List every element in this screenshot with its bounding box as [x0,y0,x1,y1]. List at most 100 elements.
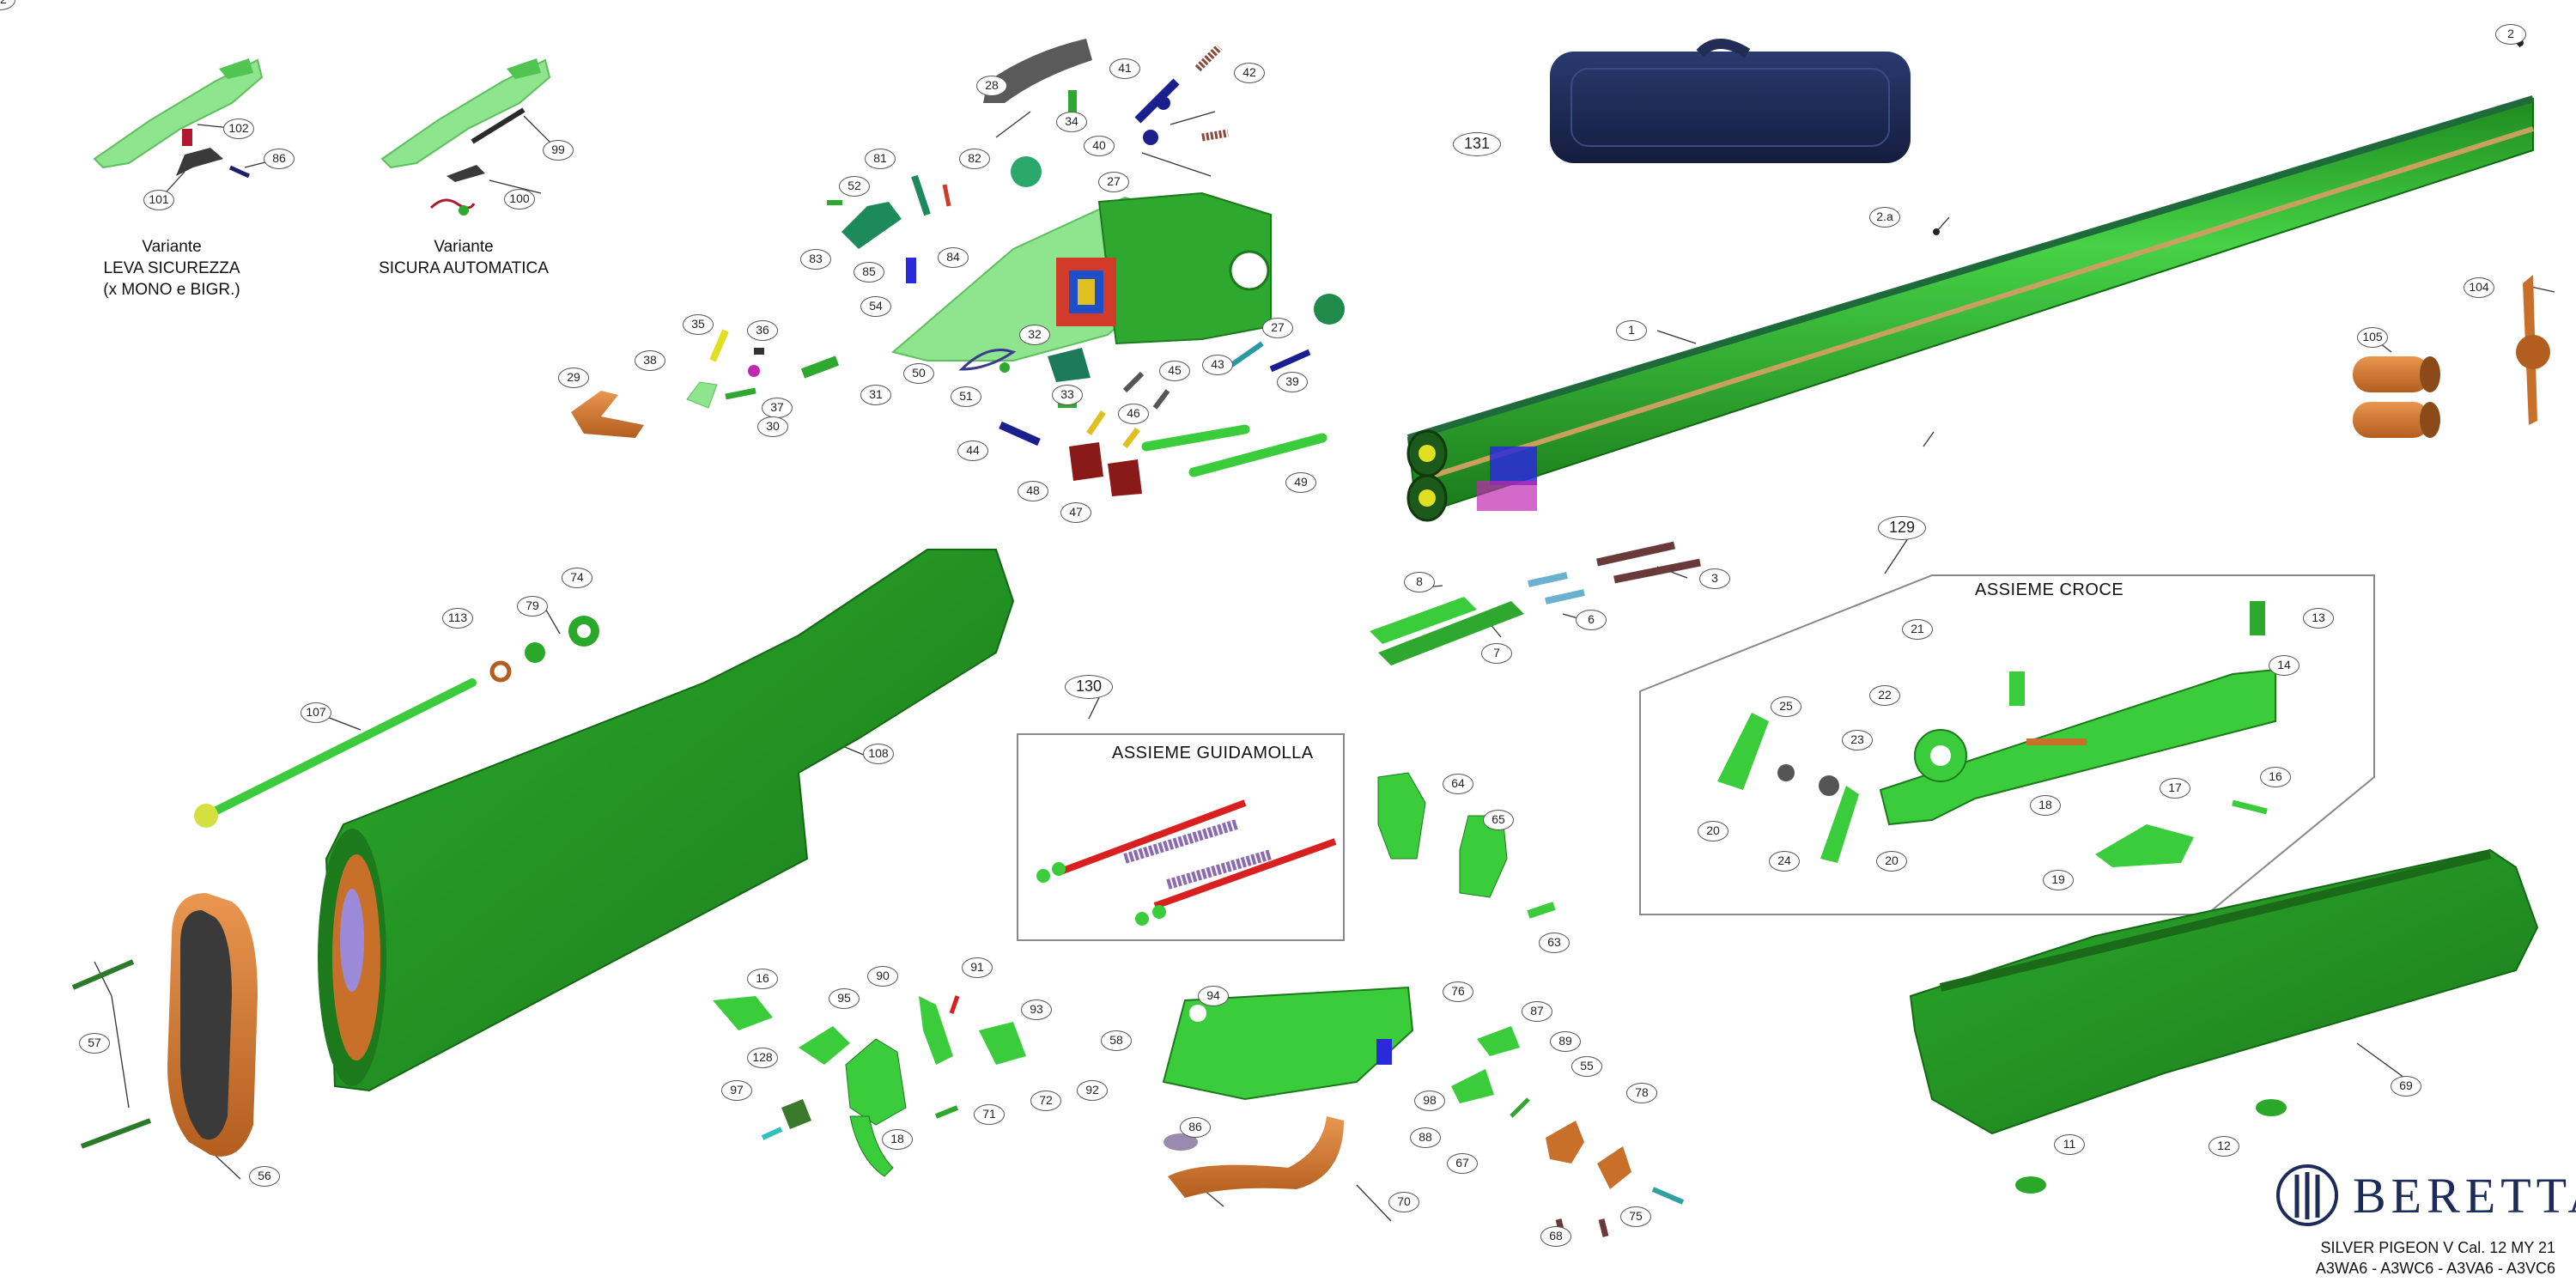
part-number-callout: 2 [2495,24,2526,45]
part-number-callout: 88 [1410,1127,1441,1148]
rib-parts [1370,541,1701,665]
part-number-callout: 17 [2160,778,2190,799]
variant-caption-line: Variante [434,238,494,256]
snap-caps [2353,275,2550,438]
part-number-callout: 42 [1234,63,1265,83]
part-number-callout: 45 [1159,361,1190,381]
part-number-callout: 65 [1483,810,1514,830]
part-number-callout: 68 [1540,1226,1571,1247]
part-number-callout: 21 [1902,619,1933,640]
part-number-callout: 30 [757,416,788,437]
part-number-callout: 98 [1414,1091,1445,1111]
part-number-callout: 36 [747,320,778,341]
variant-caption-line: Variante [142,238,202,256]
beretta-emblem [2276,1164,2338,1226]
part-number-callout: 129 [1878,516,1926,540]
part-number-callout: 28 [976,76,1007,96]
part-number-callout: 22 [1869,685,1900,706]
part-number-callout: 35 [683,314,714,335]
part-number-callout: 2.a [1869,207,1900,228]
part-number-callout: 95 [829,988,860,1009]
part-number-callout: 90 [867,966,898,987]
barrels [1406,39,2535,522]
part-number-callout: 101 [143,190,174,210]
part-number-callout: 81 [865,149,896,169]
part-number-callout: 50 [903,363,934,384]
variant-caption-line: LEVA SICUREZZA [103,259,240,277]
part-number-callout: 91 [962,957,993,978]
part-number-callout: 46 [1118,404,1149,424]
part-number-callout: 86 [264,149,295,169]
part-number-callout: 82 [959,149,990,169]
part-number-callout: 92 [1077,1080,1108,1101]
part-number-callout: 25 [1771,696,1801,717]
part-number-callout: 39 [1277,372,1308,392]
guidamolla-panel [1017,733,1345,941]
part-number-callout: 79 [517,596,548,617]
croce-assembly-title: ASSIEME CROCE [1975,580,2124,599]
part-number-callout: 3 [1699,568,1730,589]
variant-caption-line: (x MONO e BIGR.) [103,281,240,299]
part-number-callout: 20 [1876,851,1907,872]
part-number-callout: 70 [1388,1192,1419,1212]
part-number-callout: 12 [2208,1136,2239,1157]
part-number-callout: 27 [1262,318,1293,338]
part-number-callout: 99 [543,140,574,161]
part-number-callout: 43 [1202,355,1233,375]
part-number-callout: 55 [1571,1056,1602,1077]
part-number-callout: 102 [223,118,254,139]
part-number-callout: 78 [1626,1083,1657,1103]
variant-caption-auto-safety: Variante SICURA AUTOMATICA [352,236,575,279]
part-number-callout: 44 [957,440,988,461]
guidamolla-assembly-title: ASSIEME GUIDAMOLLA [1112,744,1314,762]
part-number-callout: 100 [504,189,535,210]
variant-caption-safety-lever: Variante LEVA SICUREZZA (x MONO e BIGR.) [60,236,283,301]
part-number-callout: 40 [1084,136,1115,156]
variant-auto-safety [380,58,551,216]
part-number-callout: 57 [79,1033,110,1054]
part-number-callout: 8 [1404,572,1435,592]
part-number-callout: 67 [1447,1153,1478,1174]
part-number-callout: 7 [1481,643,1512,664]
part-number-callout: 18 [2030,795,2061,816]
brand-name: BERETTA [2353,1168,2576,1224]
part-number-callout: 71 [974,1104,1005,1125]
part-number-callout: 23 [1842,730,1873,750]
lower-parts [1162,986,1685,1237]
part-number-callout: 20 [1698,821,1728,841]
part-number-callout: 74 [562,568,592,588]
part-number-callout: 38 [635,350,665,371]
part-number-callout: 16 [747,969,778,989]
part-number-callout: 84 [938,247,969,268]
hammer-parts [1377,772,1556,919]
part-number-callout: 27 [1098,172,1129,192]
part-number-callout: 34 [1056,112,1087,132]
part-number-callout: 32 [1019,325,1050,345]
gun-case [1550,39,1911,163]
part-number-callout: 56 [249,1166,280,1187]
part-number-callout: 63 [1539,933,1570,953]
part-number-callout: 16 [2260,767,2291,787]
brand-block: BERETTA [2275,1163,2576,1232]
part-number-callout: 108 [863,744,894,764]
part-number-callout: 105 [2357,327,2388,348]
part-number-callout: 14 [2269,655,2300,676]
part-number-callout: 19 [2043,870,2074,890]
part-number-callout: 47 [1060,502,1091,523]
part-number-callout: 64 [1443,774,1473,794]
part-number-callout: 1 [1616,320,1647,341]
part-number-callout: 104 [2464,277,2494,298]
part-number-callout: 52 [839,176,870,197]
part-number-callout: 29 [558,368,589,388]
part-number-callout: 69 [2391,1076,2421,1097]
part-number-callout: 75 [1620,1206,1651,1227]
part-number-callout: 97 [721,1080,752,1101]
trigger-group [713,995,1026,1177]
part-number-callout: 76 [1443,981,1473,1002]
part-number-callout: 37 [762,398,793,418]
part-number-callout: 87 [1522,1001,1552,1022]
part-number-callout: 131 [1453,132,1501,156]
part-number-callout: 89 [1550,1031,1581,1052]
part-number-callout: 94 [1198,986,1229,1006]
part-number-callout: 11 [2054,1134,2085,1155]
